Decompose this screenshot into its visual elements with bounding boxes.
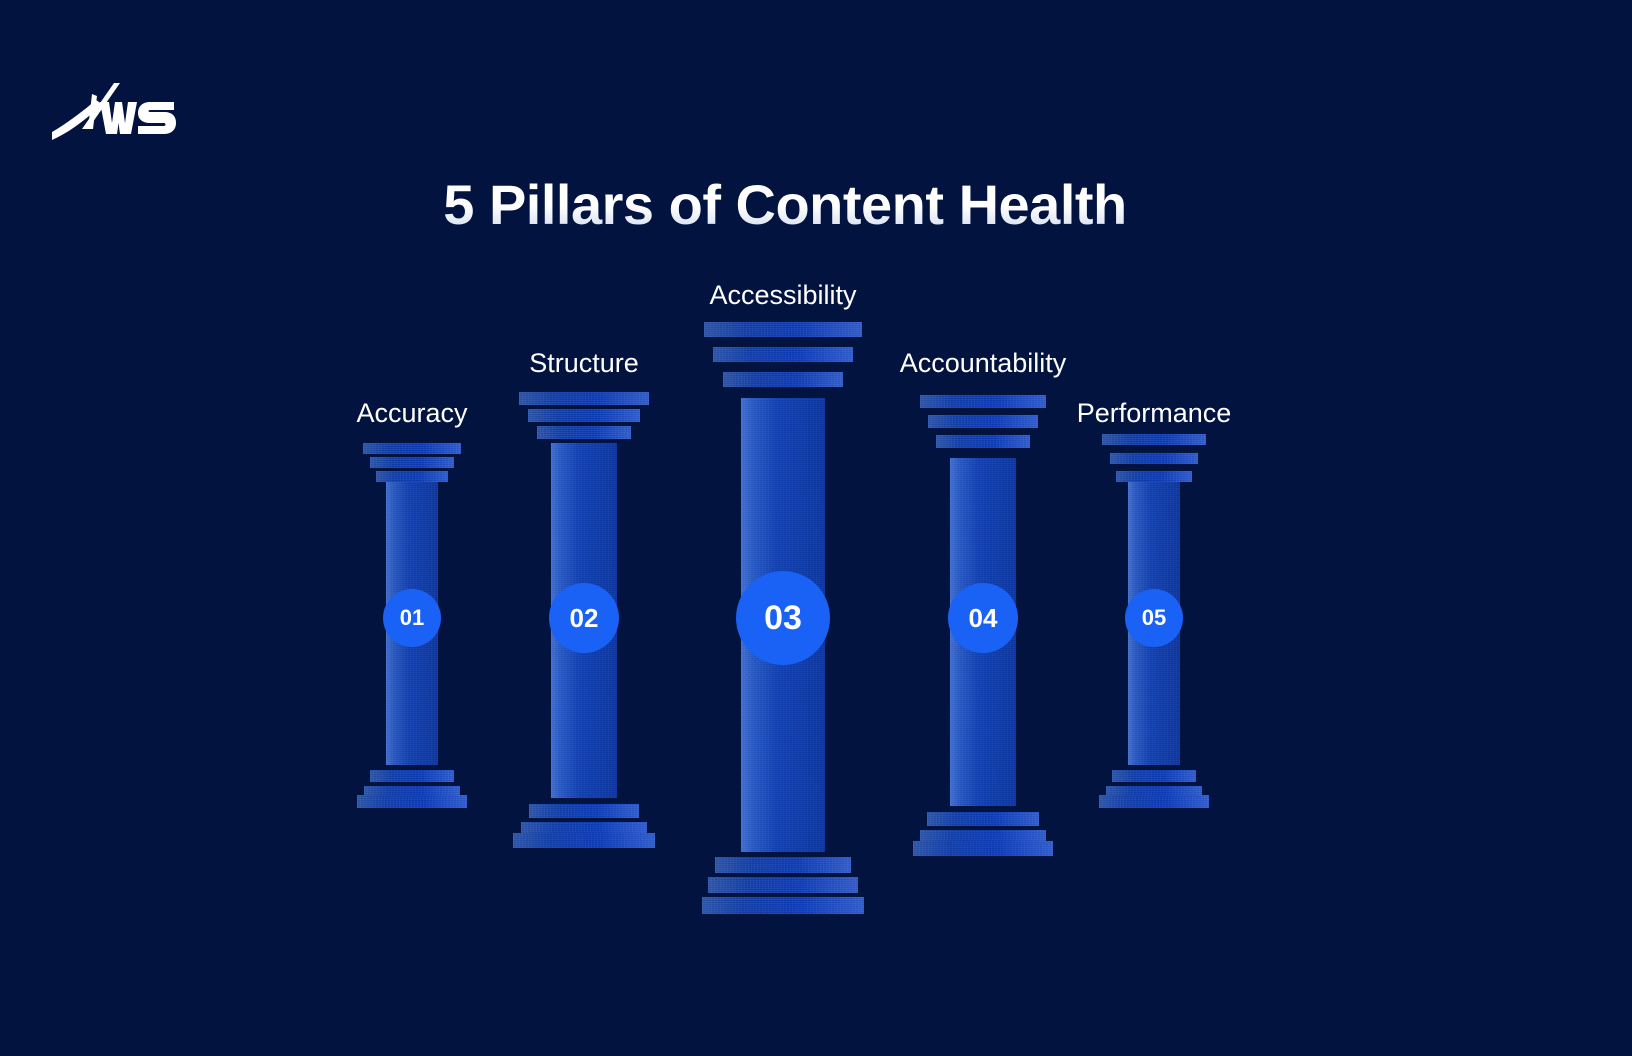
page-title: 5 Pillars of Content Health (0, 172, 1570, 237)
pillar-capital-slab (1102, 434, 1206, 445)
pillar-base-slab (913, 841, 1053, 856)
pillar-capital-slab (1116, 471, 1192, 482)
pillar-capital-slab (376, 471, 448, 482)
pillar-capital-slab (519, 392, 649, 405)
pillar-base-slab (702, 897, 864, 914)
ws-logo (52, 82, 182, 144)
pillar-label-05: Performance (1076, 398, 1232, 428)
pillar-number-badge-03[interactable]: 03 (736, 571, 830, 665)
pillar-capital-slab (370, 457, 454, 468)
pillar-capital-slab (936, 435, 1030, 448)
pillar-capital-slab (363, 443, 461, 454)
pillar-number-badge-01[interactable]: 01 (383, 589, 441, 647)
pillar-base-slab (357, 795, 467, 808)
pillar-base-slab (521, 822, 647, 836)
pillar-base-slab (708, 877, 858, 893)
pillar-label-02: Structure (529, 348, 639, 378)
pillar-number-badge-05[interactable]: 05 (1125, 589, 1183, 647)
pillar-capital-slab (537, 426, 631, 439)
pillar-base-slab (715, 857, 851, 873)
pillar-capital-slab (713, 347, 853, 362)
pillar-capital-slab (920, 395, 1046, 408)
pillar-capital-slab (1110, 453, 1198, 464)
pillar-label-03: Accessibility (709, 280, 857, 310)
pillar-base-slab (1099, 795, 1209, 808)
pillar-base-slab (513, 833, 655, 848)
pillar-label-04: Accountability (899, 348, 1067, 378)
pillar-number-badge-04[interactable]: 04 (948, 583, 1018, 653)
pillar-label-01: Accuracy (356, 398, 468, 428)
pillar-number-badge-02[interactable]: 02 (549, 583, 619, 653)
pillar-capital-slab (528, 409, 640, 422)
pillar-capital-slab (928, 415, 1038, 428)
pillar-capital-slab (723, 372, 843, 387)
pillar-base-slab (927, 812, 1039, 826)
pillar-base-slab (370, 770, 454, 782)
pillar-base-slab (1112, 770, 1196, 782)
pillar-base-slab (529, 804, 639, 818)
pillar-capital-slab (704, 322, 862, 337)
pillar-base-slab (920, 830, 1046, 844)
